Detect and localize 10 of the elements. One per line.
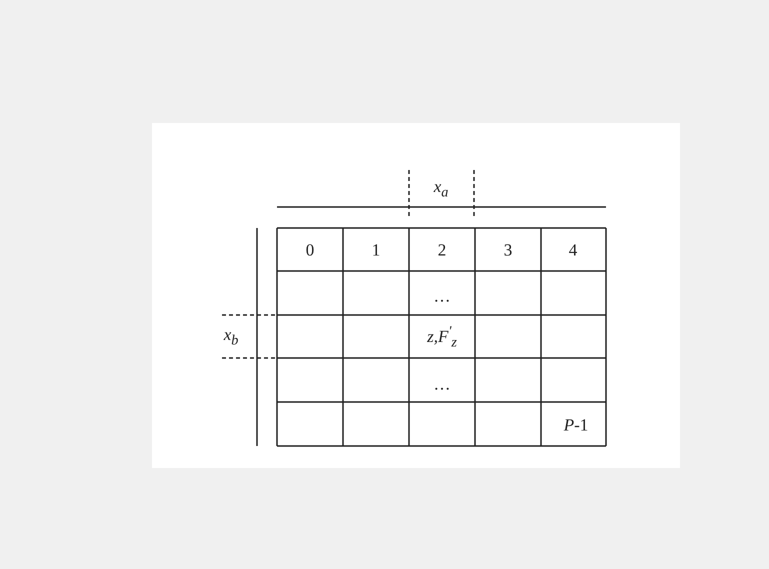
column-number: 0 bbox=[306, 242, 314, 258]
cell-formula: P-1 bbox=[564, 416, 588, 434]
column-number: 4 bbox=[568, 242, 578, 258]
ellipsis: … bbox=[434, 288, 450, 304]
ellipsis: … bbox=[434, 376, 450, 392]
variable-label: x$_{a}$ bbox=[434, 178, 448, 200]
column-number: 2 bbox=[438, 242, 446, 258]
column-number: 1 bbox=[372, 242, 380, 258]
column-number: 3 bbox=[504, 242, 512, 258]
variable-label: x$_{b}$ bbox=[224, 326, 238, 348]
